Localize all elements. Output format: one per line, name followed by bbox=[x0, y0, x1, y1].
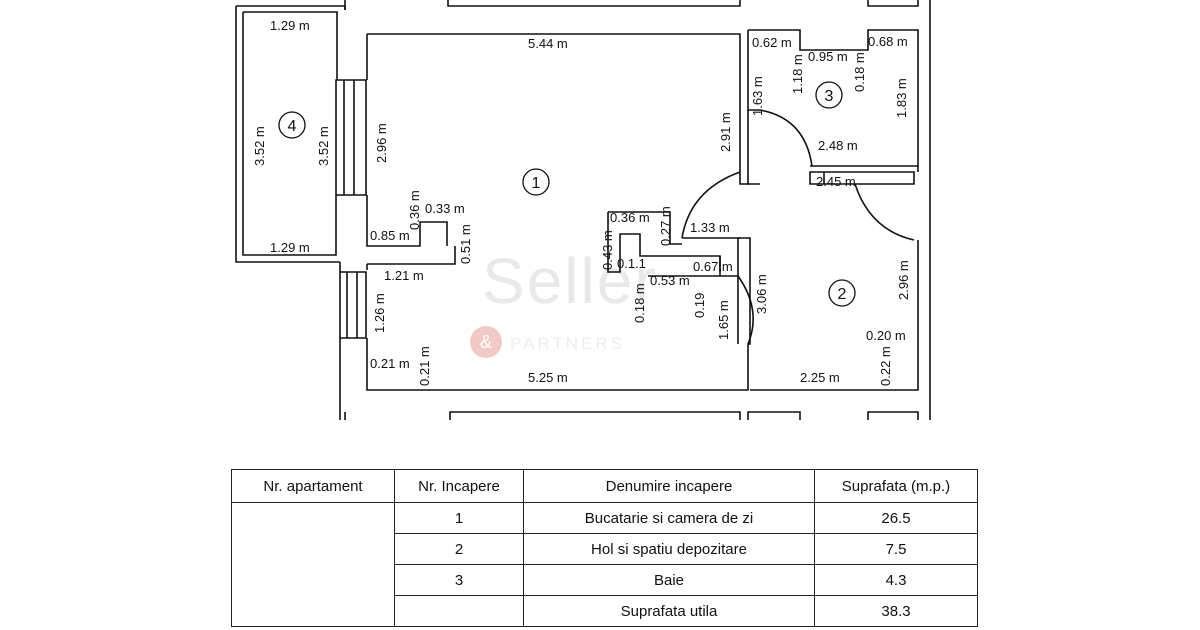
dim-label: 0.21 m bbox=[370, 356, 410, 371]
dim-label: 0.33 m bbox=[425, 201, 465, 216]
dim-label: 0.22 m bbox=[878, 346, 893, 386]
dim-label: 0.19 bbox=[692, 293, 707, 318]
room-1-wall-left-lower bbox=[366, 246, 749, 391]
dim-label: 1.29 m bbox=[270, 240, 310, 255]
dim-label: 5.25 m bbox=[528, 370, 568, 385]
dim-label: 0.36 m bbox=[610, 210, 650, 225]
dim-label: 2.25 m bbox=[800, 370, 840, 385]
table-cell-apartment bbox=[231, 502, 395, 627]
hall-top-wall bbox=[809, 171, 915, 185]
dim-label: 0.85 m bbox=[370, 228, 410, 243]
table-cell-room-number: 2 bbox=[394, 533, 524, 565]
table-header-room-name: Denumire incapere bbox=[523, 469, 815, 503]
dim-label: 0.36 m bbox=[407, 190, 422, 230]
dim-label: 3.52 m bbox=[316, 126, 331, 166]
dim-label: 2.96 m bbox=[896, 260, 911, 300]
dim-label: 0.21 m bbox=[417, 346, 432, 386]
dim-label: 2.91 m bbox=[718, 112, 733, 152]
dim-label: 0.20 m bbox=[866, 328, 906, 343]
dim-label: 1.21 m bbox=[384, 268, 424, 283]
top-wall-segment-1 bbox=[447, 0, 741, 7]
dim-label: 0.18 m bbox=[632, 283, 647, 323]
table-cell-room-name: Hol si spatiu depozitare bbox=[523, 533, 815, 565]
dim-label: 2.48 m bbox=[818, 138, 858, 153]
dim-label: 3.06 m bbox=[754, 274, 769, 314]
dim-label: 0.27 m bbox=[658, 206, 673, 246]
table-cell-area: 4.3 bbox=[814, 564, 978, 596]
dim-label: 1.26 m bbox=[372, 293, 387, 333]
dim-label: 1.18 m bbox=[790, 54, 805, 94]
dim-label: 2.96 m bbox=[374, 123, 389, 163]
balcony-inner-outline bbox=[242, 11, 338, 256]
dim-label: 5.44 m bbox=[528, 36, 568, 51]
dim-label: 0.1.1 bbox=[617, 256, 646, 271]
hall-left-wall bbox=[737, 237, 751, 345]
table-cell-room-name: Baie bbox=[523, 564, 815, 596]
watermark-brand: Seller bbox=[482, 245, 658, 317]
table-row: 3 Baie 4.3 bbox=[232, 564, 978, 596]
table-header-row: Nr. apartament Nr. Incapere Denumire inc… bbox=[231, 469, 978, 503]
window-lower-left bbox=[339, 271, 367, 339]
watermark-logo: & bbox=[470, 326, 502, 358]
dim-label: 0.68 m bbox=[868, 34, 908, 49]
table-cell-total-area: 38.3 bbox=[814, 595, 978, 627]
table-cell-room-name: Bucatarie si camera de zi bbox=[523, 502, 815, 534]
dim-label: 1.33 m bbox=[690, 220, 730, 235]
table-header-area: Suprafata (m.p.) bbox=[814, 469, 978, 503]
table-cell-area: 7.5 bbox=[814, 533, 978, 565]
hall-right-wall bbox=[750, 240, 919, 391]
table-cell-total-label: Suprafata utila bbox=[523, 595, 815, 627]
table-row: 1 Bucatarie si camera de zi 26.5 bbox=[231, 502, 978, 627]
room-number-4: 4 bbox=[288, 118, 297, 135]
dim-label: 0.51 m bbox=[458, 224, 473, 264]
table-header-room-number: Nr. Incapere bbox=[394, 469, 524, 503]
dim-label: 1.63 m bbox=[750, 76, 765, 116]
bathroom-divider bbox=[747, 110, 760, 185]
dim-label: 0.67 m bbox=[693, 259, 733, 274]
door-room-1 bbox=[681, 171, 741, 239]
bottom-wall-segment-3 bbox=[867, 411, 919, 420]
table-header-apartment: Nr. apartament bbox=[231, 469, 395, 503]
dim-label: 1.83 m bbox=[894, 78, 909, 118]
door-hall bbox=[854, 183, 915, 241]
table-row-total: Suprafata utila 38.3 bbox=[232, 595, 978, 627]
dim-label: 1.29 m bbox=[270, 18, 310, 33]
room-number-2: 2 bbox=[838, 286, 847, 303]
window-upper-left bbox=[335, 79, 367, 196]
dim-label: 0.53 m bbox=[650, 273, 690, 288]
partition-center bbox=[607, 211, 721, 273]
table-cell-room-number: 1 bbox=[394, 502, 524, 534]
room-number-3: 3 bbox=[825, 88, 834, 105]
area-table: Nr. apartament Nr. Incapere Denumire inc… bbox=[231, 469, 978, 627]
bottom-wall-segment-1 bbox=[344, 411, 741, 420]
door-bathroom bbox=[759, 109, 813, 167]
top-wall-segment-2 bbox=[867, 0, 919, 7]
room-labels: 1 2 3 4 bbox=[278, 81, 856, 307]
dim-label: 0.43 m bbox=[600, 230, 615, 270]
room-1-wall-top bbox=[367, 33, 750, 185]
room-number-1: 1 bbox=[532, 175, 541, 192]
dim-label: 2.45 m bbox=[816, 174, 856, 189]
door-wardrobe bbox=[737, 275, 754, 345]
table-cell-area: 26.5 bbox=[814, 502, 978, 534]
room-1-wall-left bbox=[366, 34, 448, 247]
table-cell-room-number: 3 bbox=[394, 564, 524, 596]
floor-plan: 1 2 3 4 1.29 m 3.52 m 3.52 m 1.29 m 5.44… bbox=[235, 0, 931, 420]
bottom-wall-segment-2 bbox=[747, 411, 801, 420]
dim-label: 0.18 m bbox=[852, 52, 867, 92]
watermark-subtitle: PARTNERS bbox=[510, 334, 626, 353]
dim-label: 0.62 m bbox=[752, 35, 792, 50]
dim-label: 0.95 m bbox=[808, 49, 848, 64]
dim-label: 1.65 m bbox=[716, 300, 731, 340]
table-row: 2 Hol si spatiu depozitare 7.5 bbox=[232, 533, 978, 565]
dimension-labels: 1.29 m 3.52 m 3.52 m 1.29 m 5.44 m 2.96 … bbox=[252, 18, 911, 386]
dim-label: 3.52 m bbox=[252, 126, 267, 166]
table-cell-room-number bbox=[394, 595, 524, 627]
